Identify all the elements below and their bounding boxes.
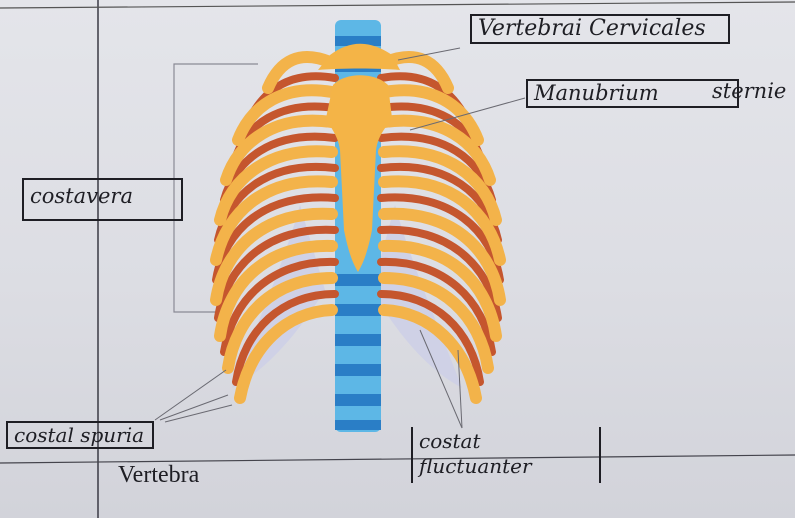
label-fluct-line1: costat	[419, 429, 591, 454]
label-vertebrae-cervicales: Vertebrai Cervicales	[470, 14, 730, 44]
label-manubrium-sternie: sternie	[712, 79, 786, 103]
label-costal-fluctuantes: costat fluctuanter	[411, 427, 601, 483]
label-manubrium: Manubrium	[526, 79, 739, 108]
label-costal-spuria: costal spuria	[6, 421, 154, 449]
label-vertebra: Vertebra	[118, 462, 199, 489]
label-fluct-line2: fluctuanter	[419, 454, 591, 479]
label-costavera: costavera	[22, 178, 183, 221]
top-rule-line	[0, 2, 795, 8]
